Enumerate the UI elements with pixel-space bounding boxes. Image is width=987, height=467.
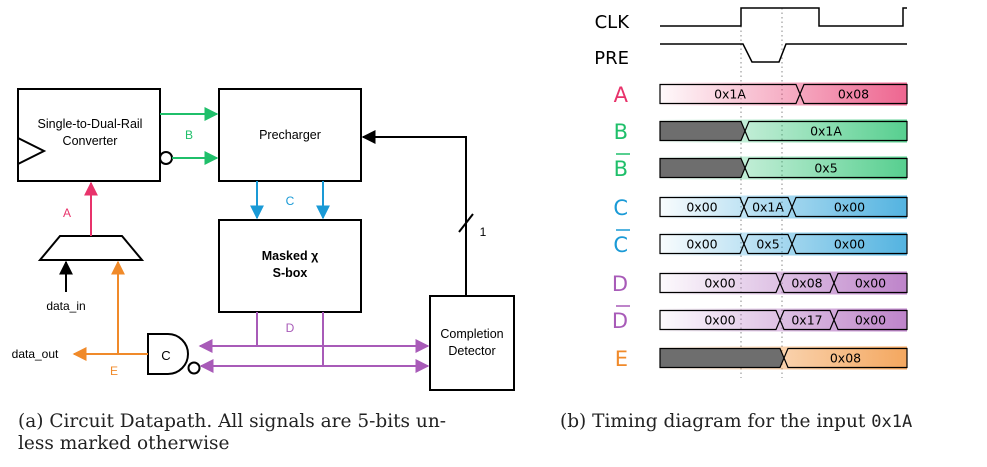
timing-segment xyxy=(799,83,908,105)
timing-segment-value: 0x1A xyxy=(810,124,842,139)
precharger-label: Precharger xyxy=(259,128,321,142)
inverted-output-bubble xyxy=(159,151,173,165)
timing-row-c: C 0x00 0x1A 0x00 xyxy=(613,195,908,220)
caption-a-line2: less marked otherwise xyxy=(18,433,230,454)
signal-e-label: E xyxy=(110,364,118,378)
caption-b-code: 0x1A xyxy=(871,412,913,432)
bus-width-slash xyxy=(458,213,474,233)
timing-segment xyxy=(659,272,781,294)
timing-row-label: E xyxy=(615,347,628,371)
timing-row-band xyxy=(660,82,907,106)
timing-segment-value: 0x00 xyxy=(704,276,735,291)
timing-row-band xyxy=(660,308,907,332)
sbox-block: Masked χ S-box xyxy=(218,219,362,313)
signal-d-label: D xyxy=(286,321,295,335)
timing-segment-value: 0x00 xyxy=(686,200,717,215)
timing-segment-value: 0x00 xyxy=(855,276,886,291)
converter-label-line1: Single-to-Dual-Rail xyxy=(38,117,143,131)
clock-input-icon xyxy=(17,137,47,165)
sbox-label-line2: S-box xyxy=(273,266,308,280)
timing-segment-value: 0x00 xyxy=(834,200,865,215)
bus-width-label: 1 xyxy=(480,225,487,239)
pre-waveform xyxy=(660,43,907,63)
timing-segment-value: 0x17 xyxy=(791,313,822,328)
c-element: C xyxy=(147,333,201,375)
signal-a-label: A xyxy=(63,206,71,220)
timing-segment xyxy=(659,233,745,255)
caption-b-text: (b) Timing diagram for the input xyxy=(560,411,872,432)
timing-segment xyxy=(659,309,781,331)
completion-detector-block: Completion Detector xyxy=(429,295,515,391)
timing-row-label: B xyxy=(614,120,628,144)
timing-segment-value: 0x08 xyxy=(791,276,822,291)
timing-segment-value: 0x5 xyxy=(814,161,837,176)
clk-label: CLK xyxy=(595,12,631,33)
timing-row-label: D xyxy=(612,309,628,333)
timing-segment-value: 0x00 xyxy=(855,313,886,328)
completion-label-line1: Completion xyxy=(440,327,503,341)
timing-segment-undefined xyxy=(659,347,785,369)
sbox-label-line1: Masked χ xyxy=(262,249,319,263)
timing-row-d: D 0x00 0x08 0x00 xyxy=(612,271,908,296)
input-mux xyxy=(37,235,145,261)
timing-segment-value: 0x00 xyxy=(686,237,717,252)
timing-row-label: B xyxy=(614,157,628,181)
signal-b-label: B xyxy=(185,128,193,142)
timing-segment-value: 0x5 xyxy=(756,237,779,252)
caption-a-line1: (a) Circuit Datapath. All signals are 5-… xyxy=(18,411,447,432)
timing-segment-value: 0x08 xyxy=(838,87,869,102)
timing-segment-value: 0x00 xyxy=(704,313,735,328)
timing-row-label: C xyxy=(613,233,628,257)
caption-a: (a) Circuit Datapath. All signals are 5-… xyxy=(18,411,508,455)
timing-row-a: A 0x1A 0x08 xyxy=(614,82,908,107)
timing-row-label: A xyxy=(614,83,629,107)
timing-row-d-bar: D 0x00 0x17 0x00 xyxy=(612,305,908,333)
c-element-label: C xyxy=(161,348,170,363)
precharger-block: Precharger xyxy=(218,88,362,182)
timing-row-c-bar: C 0x00 0x5 0x00 xyxy=(613,229,908,257)
timing-segment-value: 0x08 xyxy=(830,351,861,366)
timing-row-label: D xyxy=(612,272,628,296)
timing-segment-value: 0x1A xyxy=(752,200,784,215)
timing-row-band xyxy=(660,271,907,295)
pre-label: PRE xyxy=(594,48,629,69)
timing-segment xyxy=(744,157,908,179)
signal-c-label: C xyxy=(286,194,295,208)
converter-label-line2: Converter xyxy=(63,134,118,148)
timing-segment xyxy=(744,120,908,142)
timing-segment xyxy=(783,347,908,369)
timing-row-label: C xyxy=(613,196,628,220)
caption-b: (b) Timing diagram for the input 0x1A xyxy=(560,411,987,433)
timing-row-b-bar: B 0x5 xyxy=(614,153,908,181)
completion-feedback-wire xyxy=(361,130,467,296)
timing-row-b: B 0x1A xyxy=(614,119,908,144)
timing-segment-value: 0x00 xyxy=(834,237,865,252)
timing-row-e: E 0x08 xyxy=(615,346,908,371)
timing-segment xyxy=(791,196,908,218)
timing-segment xyxy=(659,196,745,218)
converter-block: Single-to-Dual-Rail Converter xyxy=(17,88,173,182)
timing-segment-undefined xyxy=(659,120,746,142)
timing-row-band xyxy=(660,232,907,256)
data-out-label: data_out xyxy=(12,347,59,361)
inverted-input-bubble xyxy=(187,361,201,375)
timing-row-band xyxy=(660,195,907,219)
completion-label-line2: Detector xyxy=(448,344,495,358)
data-in-label: data_in xyxy=(46,299,85,313)
timing-segment xyxy=(791,233,908,255)
timing-segment xyxy=(833,272,908,294)
clk-waveform xyxy=(660,7,907,27)
timing-segment xyxy=(659,83,801,105)
timing-segment xyxy=(833,309,908,331)
circuit-datapath: Single-to-Dual-Rail Converter Precharger… xyxy=(12,88,515,391)
timing-segment-undefined xyxy=(659,157,746,179)
timing-segment-value: 0x1A xyxy=(714,87,746,102)
